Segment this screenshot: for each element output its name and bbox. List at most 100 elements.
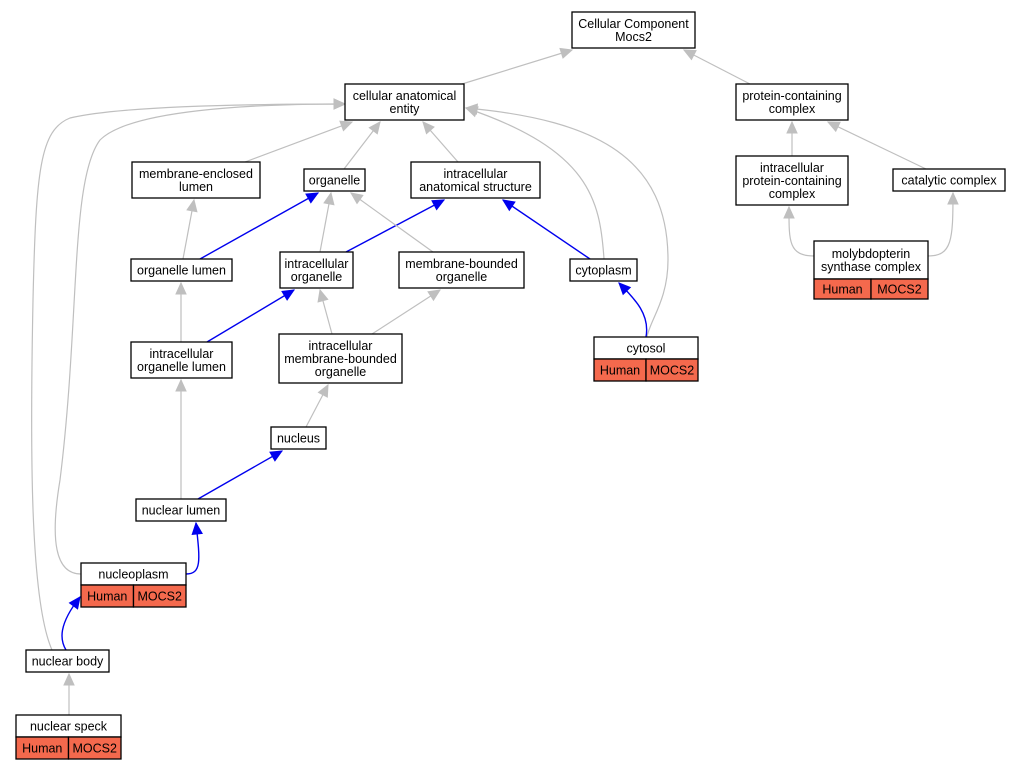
node-label-line: nucleoplasm: [98, 568, 168, 582]
arrowhead: [826, 121, 841, 133]
edge-iol-to-iorg: [206, 289, 296, 343]
gene-label: MOCS2: [877, 283, 922, 297]
edge-iol-to-orglum: [175, 281, 187, 342]
edge-line: [31, 103, 346, 651]
edge-line: [465, 107, 605, 260]
node-box: [25, 649, 110, 673]
edge-cae-to-root: [461, 47, 574, 85]
edge-line: [350, 192, 434, 253]
node-cyto[interactable]: cytoplasm: [569, 258, 638, 282]
node-label-line: cytoplasm: [575, 264, 631, 278]
edge-line: [199, 192, 319, 260]
node-label-line: organelle: [291, 270, 342, 284]
node-label-line: intracellular: [150, 347, 214, 361]
edge-nucleoplasm-to-nlumen: [185, 521, 203, 575]
edge-nspeck-to-nbody: [63, 672, 75, 715]
species-label: Human: [22, 742, 62, 756]
edge-imbo-to-iorg: [317, 288, 333, 335]
node-org[interactable]: organelle: [303, 168, 366, 192]
arrowhead: [191, 521, 203, 536]
node-box: [892, 168, 1006, 192]
gene-cell: [870, 278, 929, 300]
gene-label: MOCS2: [73, 742, 118, 756]
edge-orglum-to-mel: [182, 198, 198, 260]
arrowhead: [682, 49, 697, 61]
node-label-line: organelle: [315, 365, 366, 379]
edge-imbo-to-mbo: [371, 289, 442, 335]
node-label-line: nuclear speck: [30, 720, 108, 734]
species-label: Human: [87, 590, 127, 604]
node-label-line: nuclear body: [32, 655, 104, 669]
arrowhead: [427, 289, 442, 302]
arrowhead: [464, 103, 479, 115]
edge-mel-to-cae: [244, 120, 354, 163]
species-label: Human: [600, 364, 640, 378]
arrowhead: [333, 98, 347, 110]
edge-nlumen-to-iol: [175, 378, 187, 499]
node-box: [735, 155, 849, 206]
edge-cytosol-to-cae: [464, 103, 669, 338]
node-label-line: intracellular: [285, 257, 349, 271]
edge-ias-to-cae: [422, 121, 459, 163]
node-cat[interactable]: catalytic complex: [892, 168, 1006, 192]
edge-orglum-to-org: [199, 192, 320, 260]
arrowhead: [368, 121, 381, 135]
arrowhead: [68, 596, 81, 610]
edge-line: [683, 49, 751, 85]
node-box: [344, 83, 465, 121]
arrowhead: [281, 289, 296, 301]
node-label-line: organelle: [309, 174, 360, 188]
node-box: [813, 240, 929, 280]
node-box: [571, 11, 696, 49]
edge-iorg-to-org: [319, 191, 335, 253]
node-label-line: entity: [390, 102, 421, 116]
node-label-line: intracellular: [309, 339, 373, 353]
arrowhead: [186, 198, 198, 213]
edge-nlumen-to-nucleus: [197, 450, 284, 500]
arrowhead: [559, 47, 574, 59]
node-nlumen[interactable]: nuclear lumen: [135, 498, 227, 522]
edge-cytosol-to-cyto: [618, 282, 648, 338]
edge-line: [244, 121, 353, 163]
node-orglum[interactable]: organelle lumen: [130, 258, 233, 282]
node-label-line: organelle lumen: [137, 360, 226, 374]
arrowhead: [618, 282, 632, 296]
node-nucleus[interactable]: nucleus: [270, 426, 327, 450]
node-label-line: catalytic complex: [901, 174, 997, 188]
node-label-line: protein-containing: [742, 174, 841, 188]
node-box: [278, 333, 403, 384]
edge-msc-to-ipcc: [783, 205, 815, 257]
node-box: [569, 258, 638, 282]
arrowhead: [947, 191, 959, 205]
node-nbody[interactable]: nuclear body: [25, 649, 110, 673]
arrowhead: [317, 288, 329, 303]
arrowhead: [339, 120, 354, 132]
species-label: Human: [822, 283, 862, 297]
edge-msc-to-cat: [927, 191, 959, 257]
gene-cell: [67, 736, 122, 760]
arrowhead: [269, 450, 284, 462]
node-label-line: intracellular: [444, 167, 508, 181]
edge-line: [371, 289, 441, 335]
edge-cat-to-pcc: [826, 121, 927, 170]
node-label-line: organelle: [436, 270, 487, 284]
gene-cell: [132, 584, 187, 608]
arrowhead: [786, 120, 798, 134]
edge-mbo-to-org: [350, 192, 434, 253]
